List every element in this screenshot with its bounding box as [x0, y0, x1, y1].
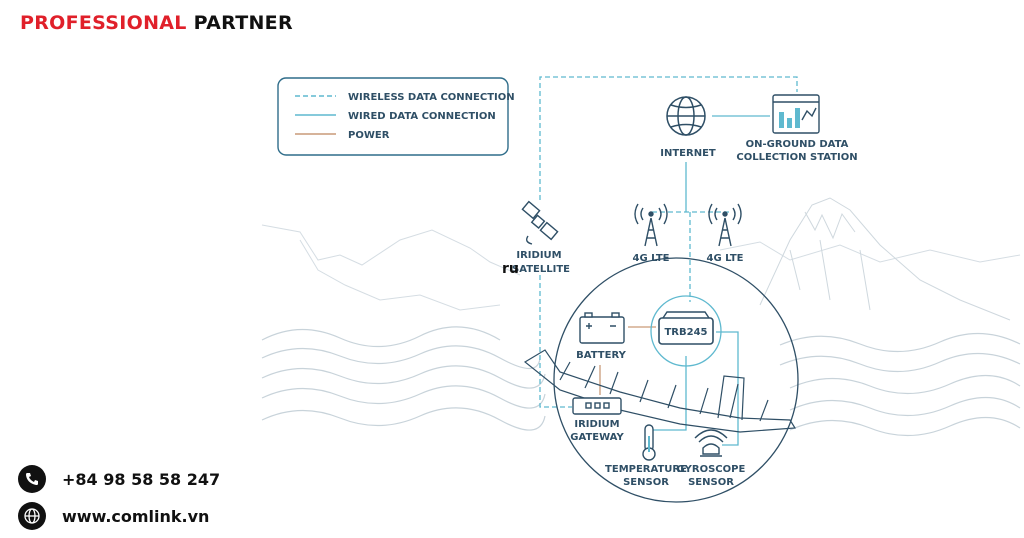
legend-box	[277, 77, 509, 156]
temperature-sensor-node: TEMPERATURE SENSOR	[605, 424, 687, 488]
contact-website-row: www.comlink.vn	[18, 502, 209, 530]
phone-icon	[18, 465, 46, 493]
iridium-gateway-node: IRIDIUM GATEWAY	[570, 397, 624, 443]
router-highlight-circle	[650, 295, 722, 367]
phone-number[interactable]: +84 98 58 58 247	[62, 469, 221, 489]
iridium-satellite-label-line2: SATELLITE	[512, 264, 570, 275]
wired-link-router-temperature	[649, 356, 687, 440]
battery-node: BATTERY	[576, 312, 627, 361]
wired-link-router-gyroscope	[716, 331, 739, 446]
ship-hull	[523, 349, 797, 433]
wired-links	[649, 115, 770, 446]
battery-label: BATTERY	[576, 350, 626, 361]
system-detail-circle	[553, 257, 799, 503]
legend-wireless-label: WIRELESS DATA CONNECTION	[348, 92, 515, 103]
legend-wired-label: WIRED DATA CONNECTION	[348, 111, 496, 122]
gyroscope-icon	[694, 429, 728, 457]
router-icon	[658, 311, 714, 345]
wireless-links	[539, 76, 798, 408]
brand-title: PROFESSIONAL PARTNER	[20, 12, 293, 34]
dashboard-icon	[772, 94, 820, 134]
brand-rest: PARTNER	[193, 12, 293, 34]
globe-icon	[666, 96, 706, 136]
background-mountains	[261, 224, 1021, 311]
legend-power-label: POWER	[348, 130, 390, 141]
thermometer-icon	[642, 424, 656, 461]
lte-right-label: 4G LTE	[706, 253, 743, 264]
globe-icon	[18, 502, 46, 530]
volcano-illustration	[759, 197, 1011, 321]
station-label-line1: ON-GROUND DATA	[746, 139, 849, 150]
lte-left-node: 4G LTE	[632, 203, 670, 264]
gyroscope-label-line2: SENSOR	[688, 477, 734, 488]
iridium-satellite-node: IRIDIUM SATELLITE ru	[502, 200, 570, 277]
iridium-satellite-label-line1: IRIDIUM	[516, 250, 561, 261]
internet-label: INTERNET	[660, 148, 716, 159]
satellite-icon	[521, 200, 559, 245]
sea-waves	[261, 326, 1021, 437]
stray-mark: ru	[502, 261, 519, 277]
brand-accent: PROFESSIONAL	[20, 12, 187, 34]
lte-left-label: 4G LTE	[632, 253, 669, 264]
temperature-label-line1: TEMPERATURE	[605, 464, 687, 475]
iridium-gateway-label-line1: IRIDIUM	[574, 419, 619, 430]
gyroscope-sensor-node: GYROSCOPE SENSOR	[677, 429, 746, 488]
station-node: ON-GROUND DATA COLLECTION STATION	[736, 94, 858, 163]
battery-icon	[579, 312, 625, 344]
temperature-label-line2: SENSOR	[623, 477, 669, 488]
iridium-gateway-label-line2: GATEWAY	[570, 432, 624, 443]
station-label-line2: COLLECTION STATION	[736, 152, 857, 163]
cell-tower-icon	[708, 203, 742, 247]
cell-tower-icon	[634, 203, 668, 247]
wireless-link-satellite-station	[539, 76, 798, 200]
wireless-link-satellite-gateway	[539, 275, 572, 408]
gateway-icon	[572, 397, 622, 415]
internet-node: INTERNET	[660, 96, 716, 159]
legend: WIRELESS DATA CONNECTION WIRED DATA CONN…	[277, 77, 515, 156]
gyroscope-label-line1: GYROSCOPE	[677, 464, 746, 475]
lte-right-node: 4G LTE	[706, 203, 744, 264]
router-node: TRB245	[658, 311, 714, 345]
router-label: TRB245	[664, 327, 707, 338]
website-link[interactable]: www.comlink.vn	[62, 506, 210, 526]
contact-phone-row: +84 98 58 58 247	[18, 465, 220, 493]
